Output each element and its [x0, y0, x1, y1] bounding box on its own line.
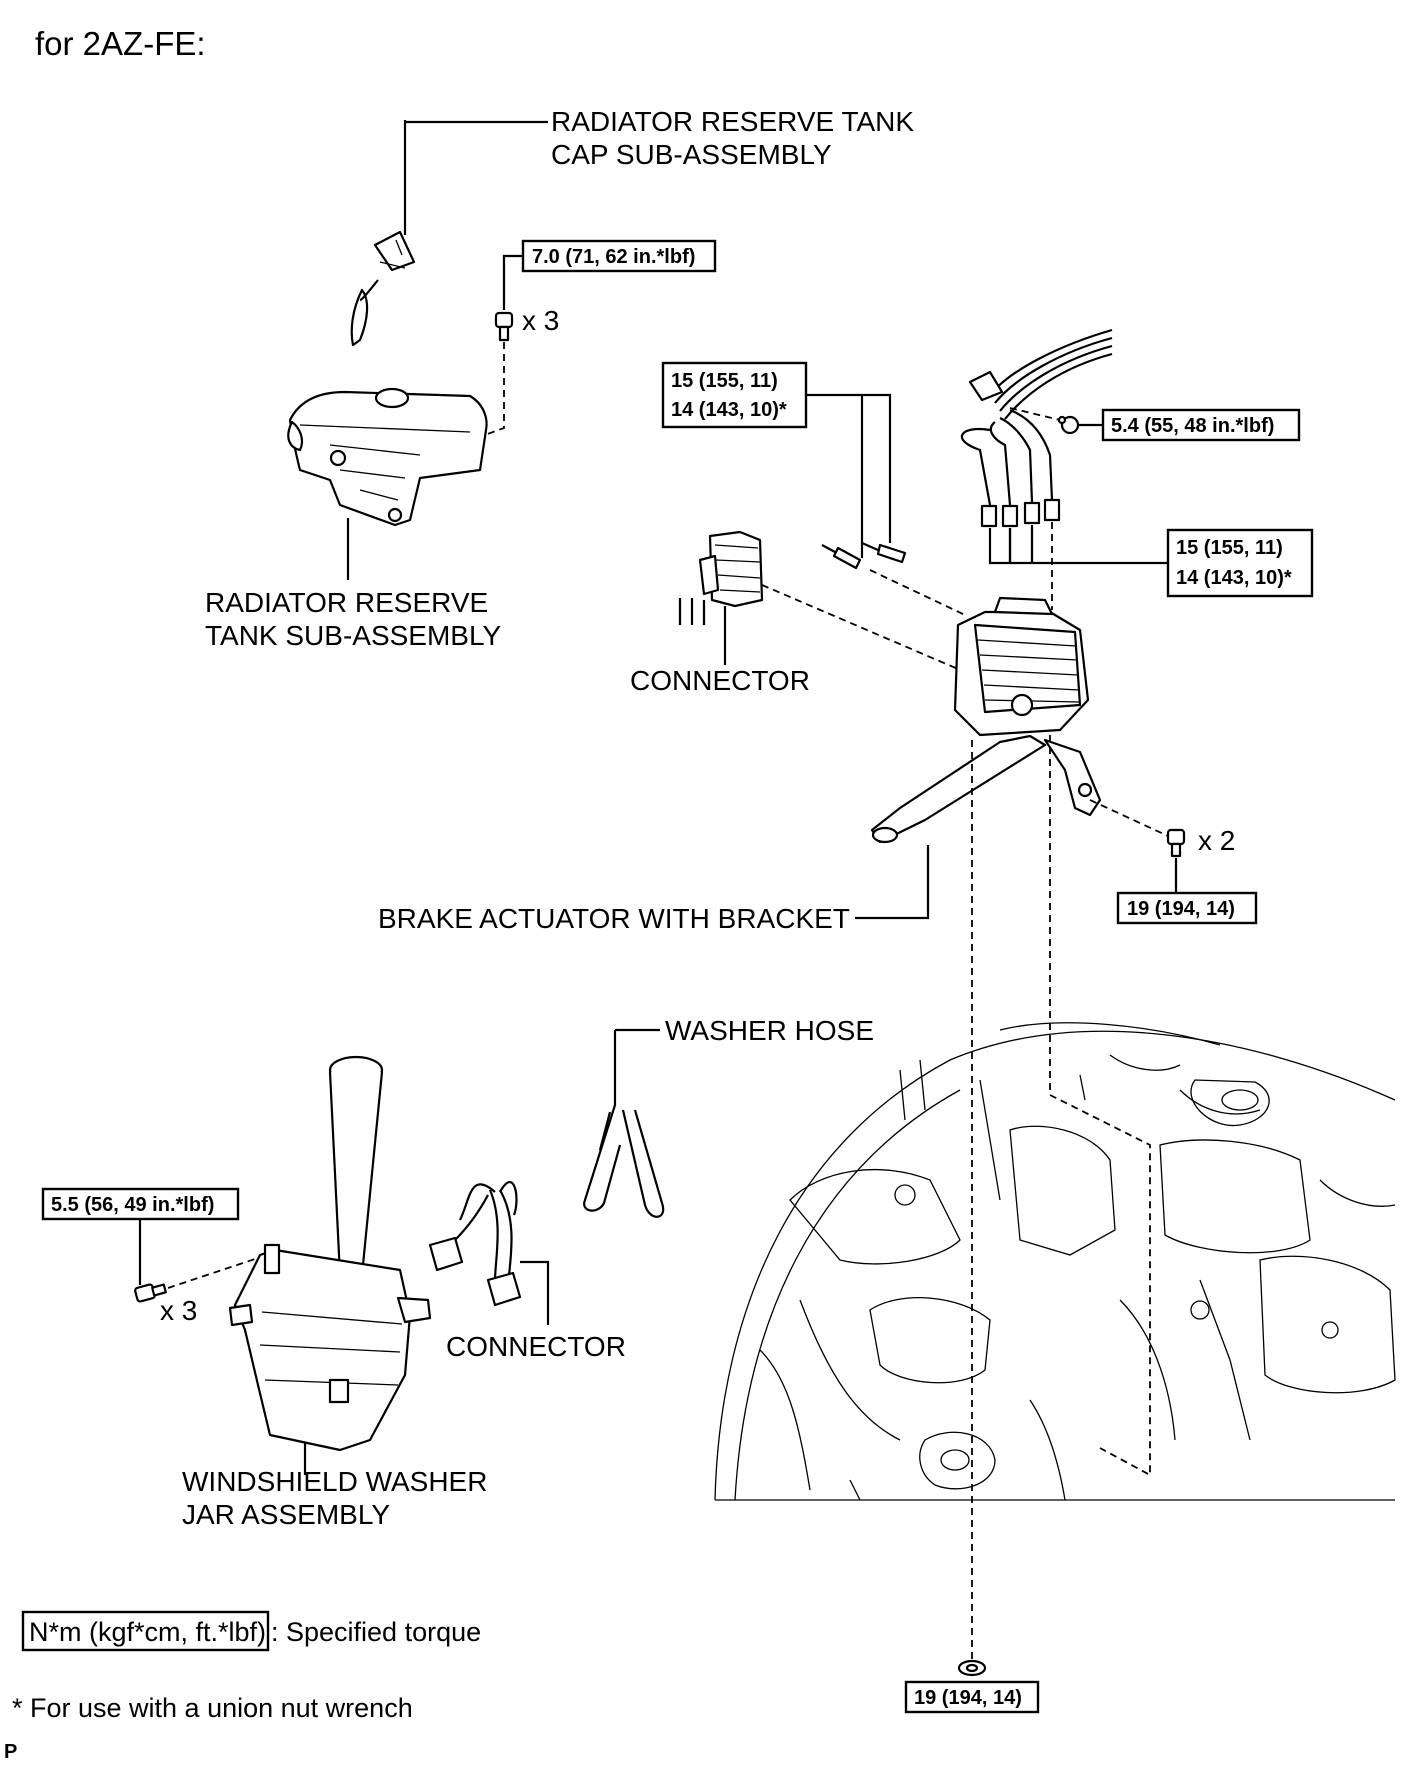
label-connector-bottom: CONNECTOR: [446, 1331, 626, 1362]
leader-connector-bottom: [520, 1260, 550, 1325]
diagram-title: for 2AZ-FE:: [35, 25, 206, 62]
legend-box: [21, 1610, 270, 1652]
leader-tube-nut-left-a: [806, 393, 892, 543]
torque-box-tube-nut-left: [661, 361, 808, 429]
footnote: * For use with a union nut wrench: [12, 1693, 413, 1723]
reserve-tank-drawing: [287, 387, 488, 527]
label-cap-line1: RADIATOR RESERVE TANK: [551, 106, 914, 137]
actuator-bolt-icon: [1166, 828, 1186, 858]
brake-tubes-drawing: [960, 328, 1113, 528]
label-tank-line2: TANK SUB-ASSEMBLY: [205, 620, 501, 651]
torque-box-bracket-bolt: [1101, 408, 1301, 442]
qty-jar-bolts: x 3: [160, 1295, 197, 1326]
torque-tube-nut-right-2: 14 (143, 10)*: [1176, 567, 1292, 589]
tube-nuts-left: [821, 541, 907, 570]
torque-tube-nut-right-1: 15 (155, 11): [1176, 537, 1283, 559]
label-jar-line1: WINDSHIELD WASHER: [182, 1466, 487, 1497]
torque-actuator-bolt: 19 (194, 14): [1127, 898, 1235, 920]
label-cap-line2: CAP SUB-ASSEMBLY: [551, 139, 832, 170]
reserve-tank-cap-drawing: [350, 120, 416, 347]
legend-box-text: N*m (kgf*cm, ft.*lbf): [29, 1617, 266, 1647]
jar-bolt-icon: [134, 1283, 167, 1303]
washer-hose-drawing: [583, 1030, 665, 1218]
bracket-bolt-icon: [1057, 415, 1080, 435]
torque-jar-bolt: 5.5 (56, 49 in.*lbf): [51, 1194, 214, 1216]
brake-actuator-drawing: [870, 596, 1102, 844]
label-brake-actuator: BRAKE ACTUATOR WITH BRACKET: [378, 903, 850, 934]
label-tank-line1: RADIATOR RESERVE: [205, 587, 488, 618]
label-washer-hose: WASHER HOSE: [665, 1015, 874, 1046]
torque-bracket-bolt: 5.4 (55, 48 in.*lbf): [1111, 415, 1274, 437]
qty-actuator-bolts: x 2: [1198, 825, 1235, 856]
label-connector-top: CONNECTOR: [630, 665, 810, 696]
tank-bolt-icon: [494, 311, 514, 342]
torque-tube-nut-left-1: 15 (155, 11): [671, 370, 778, 392]
leader-tank-bolt: [502, 254, 523, 310]
torque-box-actuator-bolt: [1116, 891, 1258, 925]
connector-top-drawing: [678, 530, 764, 625]
leader-tube-nut-right: [988, 528, 1168, 565]
connector-bottom-drawing: [428, 1181, 522, 1307]
torque-box-tube-nut-right: [1166, 528, 1314, 598]
legend-description: : Specified torque: [271, 1617, 481, 1647]
washer-jar-drawing: [228, 1055, 432, 1452]
torque-bottom-nut: 19 (194, 14): [914, 1687, 1022, 1709]
qty-tank-bolts: x 3: [522, 305, 559, 336]
torque-box-tank-bolt: [521, 239, 717, 273]
torque-tube-nut-left-2: 14 (143, 10)*: [671, 399, 787, 421]
torque-tank-bolt: 7.0 (71, 62 in.*lbf): [532, 246, 695, 268]
torque-box-bottom-nut: [904, 1680, 1040, 1714]
label-jar-line2: JAR ASSEMBLY: [182, 1499, 390, 1530]
engine-compartment-drawing: [714, 1022, 1396, 1501]
corner-mark: P: [4, 1741, 17, 1763]
leader-brake-actuator: [855, 845, 930, 920]
bottom-nut-icon: [957, 1659, 987, 1677]
